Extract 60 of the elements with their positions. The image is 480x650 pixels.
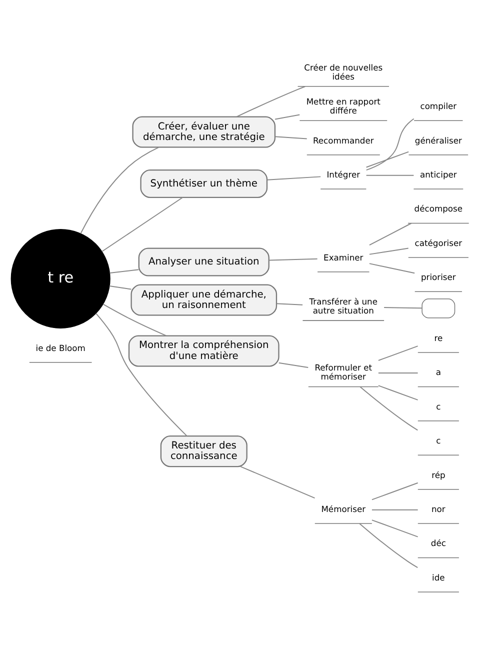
connector <box>96 312 188 436</box>
connector <box>240 466 316 498</box>
node-text: ide <box>432 572 445 582</box>
connector <box>276 302 304 305</box>
connector <box>366 174 414 176</box>
connector <box>368 247 409 254</box>
node-text: Examiner <box>324 252 364 262</box>
node-text: décompose <box>414 203 463 214</box>
node-text: re <box>434 332 443 342</box>
node-text: Recommander <box>312 134 374 145</box>
connector <box>109 268 140 274</box>
connector <box>378 372 418 373</box>
node-text: c <box>436 435 441 446</box>
node-text: Mettre en rapport différe <box>306 96 380 116</box>
connector <box>368 262 416 274</box>
node-box: Analyser une situation <box>138 247 270 276</box>
connector <box>274 136 308 139</box>
node-text: a <box>436 366 441 377</box>
node-text: nor <box>431 503 446 514</box>
connector <box>268 258 318 260</box>
connector <box>366 118 414 170</box>
connector <box>109 285 132 290</box>
connector <box>384 306 423 308</box>
connector <box>378 345 418 360</box>
connector <box>371 508 418 510</box>
connector <box>371 482 418 500</box>
node-text: rép <box>432 469 446 480</box>
node-text: catégoriser <box>414 237 462 248</box>
node-circle: t re <box>10 228 110 328</box>
node-box: Créer, évaluer une démarche, une stratégie <box>132 116 276 148</box>
connector <box>360 386 418 430</box>
node-box <box>422 298 456 318</box>
node-text: généraliser <box>414 134 462 145</box>
connector <box>101 196 184 252</box>
connector <box>371 519 418 537</box>
node-box: Synthétiser un thème <box>140 168 268 198</box>
node-box: Appliquer une démarche, un raisonnement <box>130 284 278 316</box>
node-box: Montrer la compréhension d'une matière <box>128 334 280 366</box>
node-text: Reformuler et mémoriser <box>314 362 372 382</box>
node-box: Restituer des connaissance <box>160 435 248 467</box>
connector <box>80 146 160 234</box>
connector <box>378 384 418 400</box>
node-text: anticiper <box>420 168 457 179</box>
connector <box>278 362 309 368</box>
node-text: Créer de nouvelles idées <box>304 62 383 81</box>
node-text: compiler <box>420 100 457 111</box>
node-text: prioriser <box>420 272 456 282</box>
connector <box>266 176 322 180</box>
node-text: Mémoriser <box>321 503 366 514</box>
node-text: Transférer à une autre situation <box>309 296 378 316</box>
connector <box>366 150 410 168</box>
connector <box>359 522 418 568</box>
node-text: Intégrer <box>326 168 360 179</box>
node-label: ie de Bloom <box>36 342 86 352</box>
connector <box>368 222 412 246</box>
connector <box>274 114 300 120</box>
node-text: c <box>436 400 441 411</box>
node-text: déc <box>430 538 446 548</box>
connector <box>236 86 306 117</box>
connector <box>102 303 167 336</box>
